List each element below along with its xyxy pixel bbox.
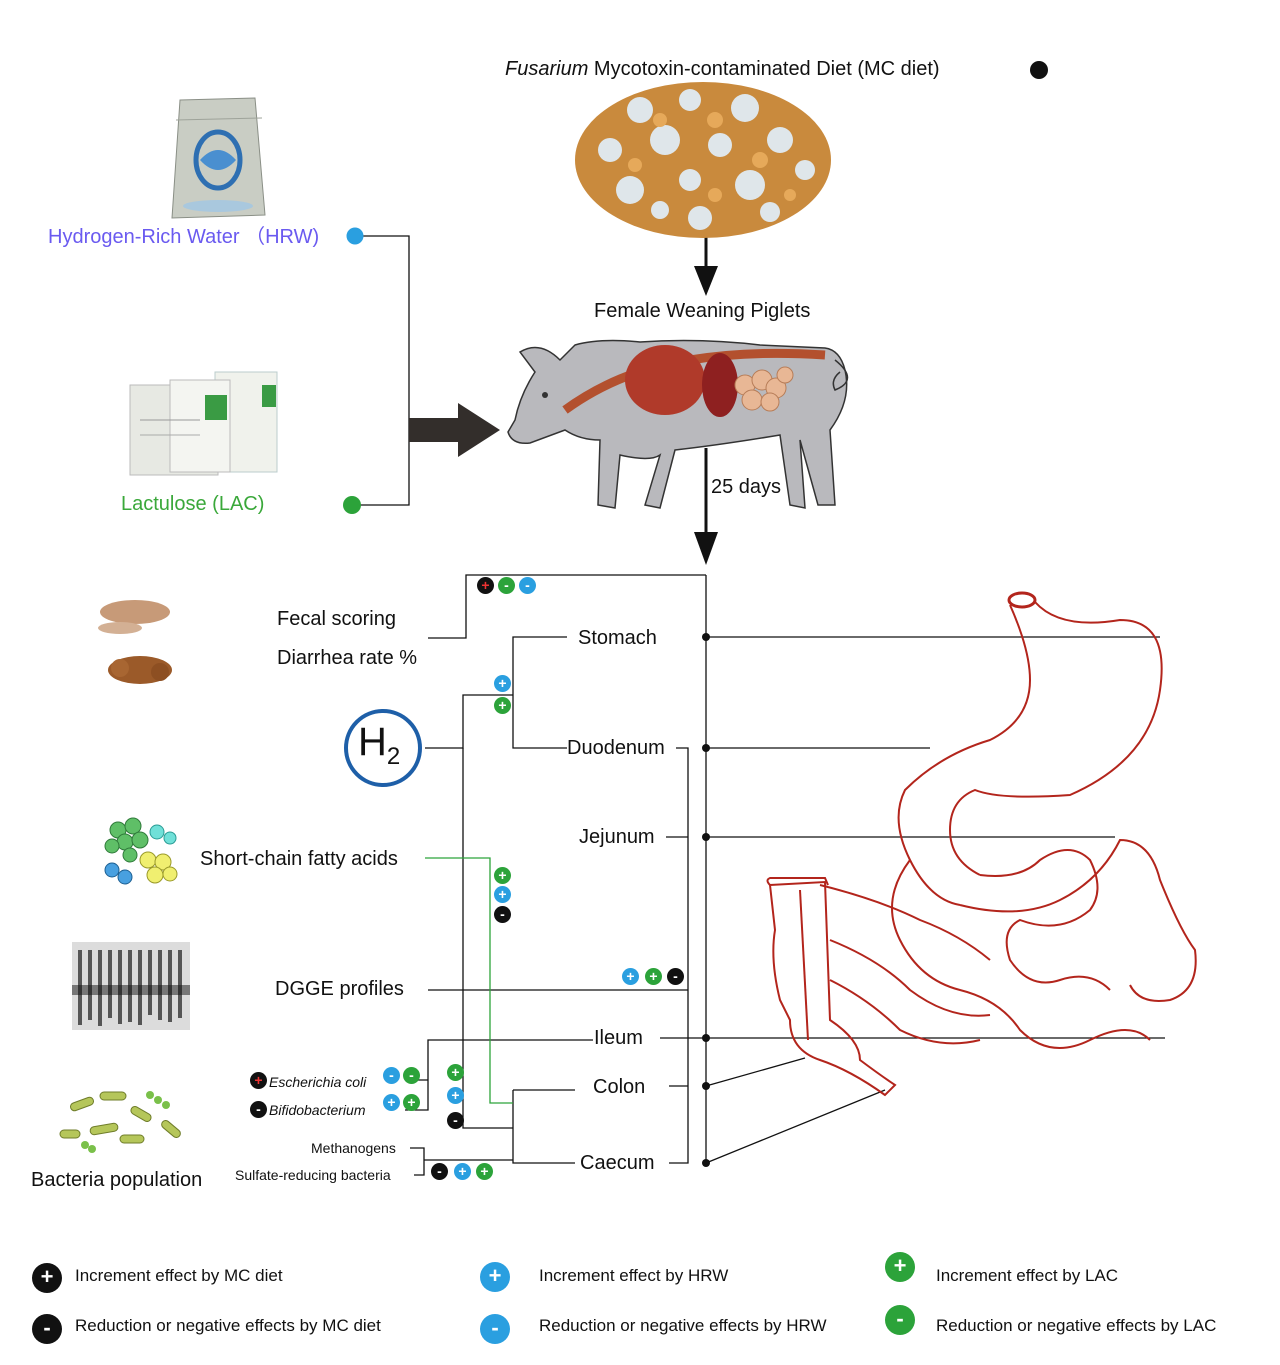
h2-symbol: H2 <box>358 720 400 779</box>
mc-diet-rest: Mycotoxin-contaminated Diet (MC diet) <box>588 58 940 80</box>
mc-dot <box>1030 61 1048 79</box>
big-arrow-icon <box>409 403 500 457</box>
scfa-label: Short-chain fatty acids <box>200 848 398 870</box>
mc-plus-badge: + <box>250 1072 267 1089</box>
hrw-dot <box>346 227 364 245</box>
corn-image-icon <box>575 82 831 238</box>
mc-diet-label: Fusarium Mycotoxin-contaminated Diet (MC… <box>505 57 940 81</box>
hrw-plus-badge: + <box>494 886 511 903</box>
hrw-plus-badge: + <box>454 1163 471 1180</box>
h2-ring-icon <box>344 709 422 787</box>
legend-mc-red: Reduction or negative effects by MC diet <box>75 1316 381 1335</box>
caecum-label: Caecum <box>580 1152 655 1174</box>
bacteria-population-label: Bacteria population <box>31 1169 203 1191</box>
lac-plus-badge: + <box>476 1163 493 1180</box>
hrw-package-icon <box>171 97 266 219</box>
lac-package-icon <box>129 371 278 476</box>
legend-hrw-red: Reduction or negative effects by HRW <box>539 1316 827 1335</box>
mc-minus-badge: - <box>447 1112 464 1129</box>
dgge-label: DGGE profiles <box>275 978 404 1000</box>
mc-diet-genus: Fusarium <box>505 58 589 80</box>
fecal-scoring-label: Fecal scoring <box>277 608 396 630</box>
duration-label: 25 days <box>711 476 782 498</box>
hrw-plus-badge: + <box>447 1087 464 1104</box>
hrw-minus-badge: - <box>383 1067 400 1084</box>
ecoli-label: Escherichia coli <box>269 1074 367 1090</box>
scfa-molecules-icon <box>104 817 178 885</box>
lac-label: Lactulose (LAC) <box>121 493 265 515</box>
subject-label: Female Weaning Piglets <box>594 300 811 322</box>
pig-icon <box>507 339 849 509</box>
lac-plus-badge: + <box>645 968 662 985</box>
methanogens-label: Methanogens <box>311 1140 396 1156</box>
legend-mc-inc: Increment effect by MC diet <box>75 1266 283 1285</box>
lac-minus-badge: - <box>498 577 515 594</box>
colon-label: Colon <box>593 1076 646 1098</box>
ileum-label: Ileum <box>594 1027 643 1049</box>
bacteria-icon <box>59 1091 181 1153</box>
h2-main: H <box>358 720 387 764</box>
lac-minus-badge: - <box>403 1067 420 1084</box>
lac-plus-badge: + <box>494 697 511 714</box>
hrw-plus-badge: + <box>383 1094 400 1111</box>
srb-label: Sulfate-reducing bacteria <box>235 1167 391 1183</box>
lac-plus-badge: + <box>494 867 511 884</box>
legend-lac-red: Reduction or negative effects by LAC <box>936 1316 1217 1335</box>
mc-minus-badge: - <box>431 1163 448 1180</box>
hrw-minus-badge: - <box>519 577 536 594</box>
gut-icon <box>766 591 1197 1097</box>
duodenum-label: Duodenum <box>567 737 665 759</box>
legend-hrw-inc: Increment effect by HRW <box>539 1266 729 1285</box>
feces-icon <box>98 600 172 684</box>
legend-lac-inc: Increment effect by LAC <box>936 1266 1119 1285</box>
legend-lac-minus-icon: - <box>885 1305 915 1335</box>
lac-plus-badge: + <box>403 1094 420 1111</box>
legend-mc-minus-icon: - <box>32 1314 62 1344</box>
hrw-label: Hydrogen-Rich Water （HRW) <box>48 226 320 248</box>
legend-lac-plus-icon: + <box>885 1252 915 1282</box>
lac-dot <box>343 496 361 514</box>
mc-minus-badge: - <box>494 906 511 923</box>
stomach-label: Stomach <box>578 627 657 649</box>
hrw-plus-badge: + <box>622 968 639 985</box>
jejunum-label: Jejunum <box>579 826 655 848</box>
hrw-plus-badge: + <box>494 675 511 692</box>
mc-minus-badge: - <box>667 968 684 985</box>
dgge-gel-icon <box>72 942 190 1030</box>
bifido-label: Bifidobacterium <box>269 1102 366 1118</box>
h2-sub: 2 <box>386 743 401 770</box>
diarrhea-rate-label: Diarrhea rate % <box>277 647 418 669</box>
mc-plus-badge: + <box>477 577 494 594</box>
lac-plus-badge: + <box>447 1064 464 1081</box>
legend-mc-plus-icon: + <box>32 1263 62 1293</box>
legend-hrw-plus-icon: + <box>480 1262 510 1292</box>
legend-hrw-minus-icon: - <box>480 1314 510 1344</box>
mc-minus-badge: - <box>250 1101 267 1118</box>
